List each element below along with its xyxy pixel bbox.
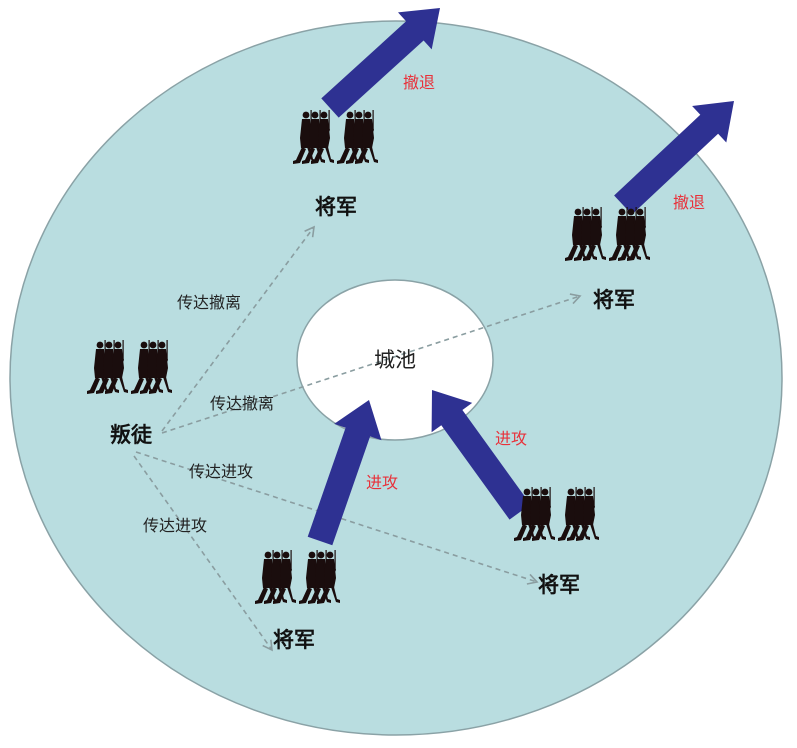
general-top-label: 将军 xyxy=(315,194,357,219)
general-bottom-left-action: 进攻 xyxy=(365,473,399,492)
general-right-label: 将军 xyxy=(593,287,635,312)
message-label-bottom-right: 传达进攻 xyxy=(188,462,254,481)
message-label-top: 传达撤离 xyxy=(176,293,242,312)
general-bottom-left-label: 将军 xyxy=(273,627,315,652)
action-arrows xyxy=(307,8,734,546)
message-line-right xyxy=(161,293,582,434)
general-bottom-right-action: 进攻 xyxy=(494,429,528,448)
city-label: 城池 xyxy=(374,348,416,372)
message-label-bottom-left: 传达进攻 xyxy=(142,516,208,535)
action-arrow-right xyxy=(614,101,734,215)
action-arrow-bottom-left xyxy=(307,400,382,546)
traitor-label: 叛徒 xyxy=(110,422,152,447)
message-line-top xyxy=(161,225,315,432)
general-top-action: 撤退 xyxy=(402,73,436,92)
action-arrow-top xyxy=(321,8,440,118)
action-arrow-bottom-right xyxy=(431,390,531,520)
message-line-bottom-left xyxy=(133,455,273,652)
general-right-action: 撤退 xyxy=(672,193,706,212)
general-bottom-right-label: 将军 xyxy=(538,572,580,597)
message-label-right: 传达撤离 xyxy=(209,394,275,413)
